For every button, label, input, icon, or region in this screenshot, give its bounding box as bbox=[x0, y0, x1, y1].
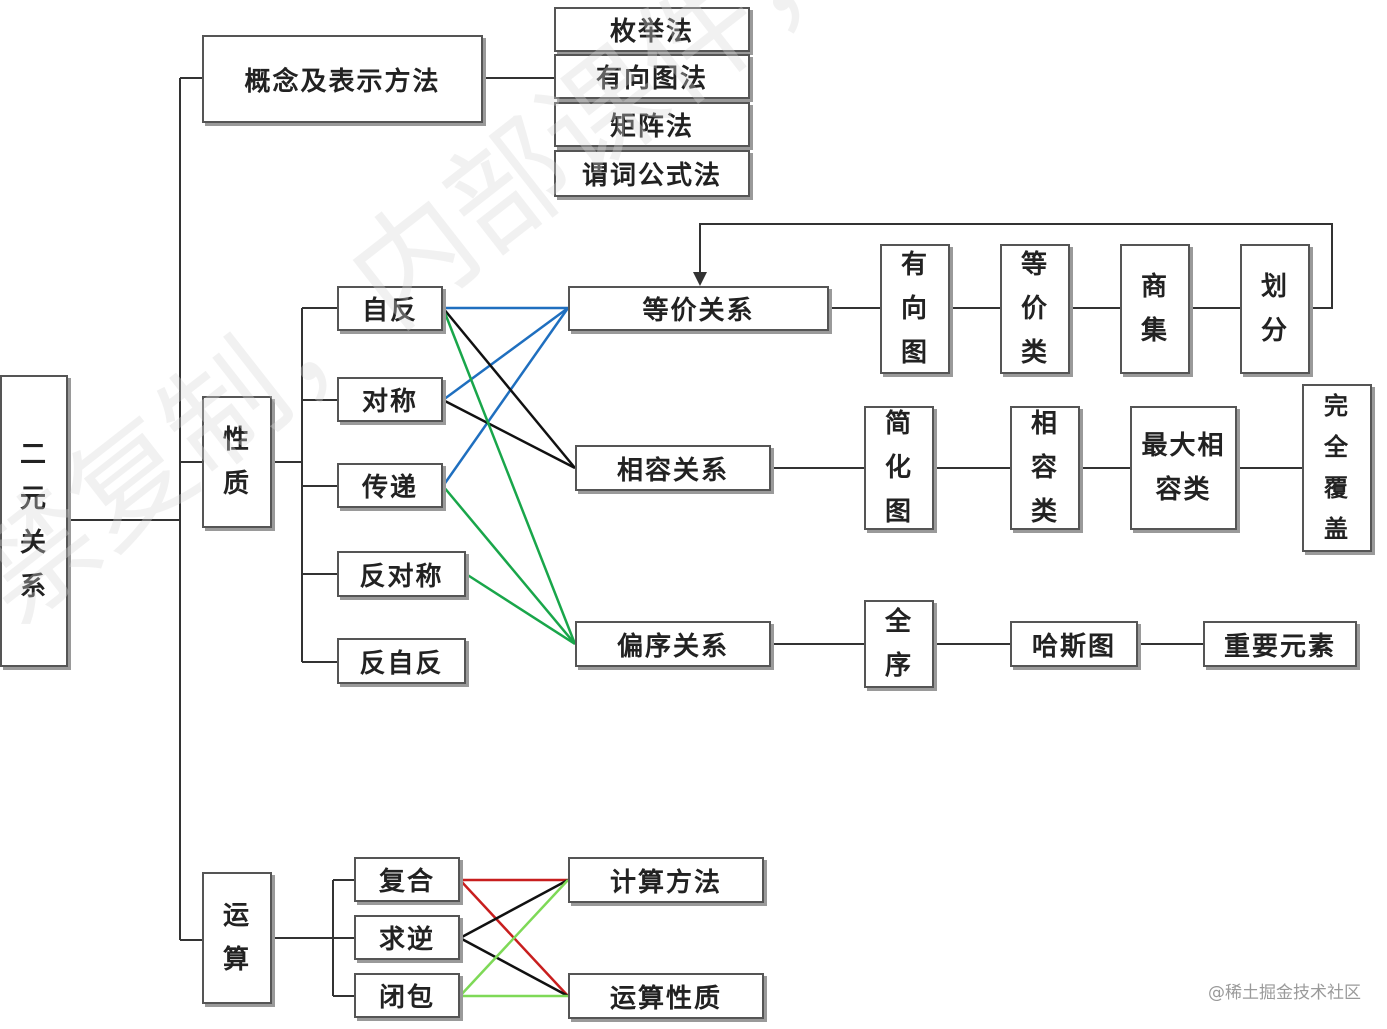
op-label: 复合 bbox=[378, 867, 435, 897]
property-symmetric: 对称 bbox=[337, 377, 443, 422]
vertical-char: 价 bbox=[1020, 293, 1049, 324]
po-important-label: 重要元素 bbox=[1223, 631, 1336, 662]
vertical-char: 图 bbox=[884, 497, 913, 528]
eq-class: 等价类 bbox=[1000, 244, 1070, 374]
compat-maximal-label: 最大相容类 bbox=[1141, 430, 1226, 505]
operation-target-links bbox=[459, 878, 569, 998]
eq-quotient: 商集 bbox=[1120, 244, 1190, 374]
vertical-char: 关 bbox=[19, 528, 48, 558]
target-label: 运算性质 bbox=[609, 983, 722, 1014]
vertical-char: 全 bbox=[884, 606, 913, 637]
property-label: 传递 bbox=[361, 473, 418, 503]
vertical-char: 商 bbox=[1140, 271, 1169, 302]
op-closure: 闭包 bbox=[354, 973, 460, 1018]
concept-label: 概念及表示方法 bbox=[244, 66, 441, 97]
vertical-char: 全 bbox=[1324, 433, 1350, 462]
arrow-head bbox=[693, 272, 707, 286]
tree-lines bbox=[68, 77, 1333, 997]
property-reflexive: 自反 bbox=[337, 286, 443, 331]
vertical-char: 二 bbox=[19, 439, 48, 470]
vertical-char: 简 bbox=[884, 408, 913, 439]
property-label: 反对称 bbox=[359, 561, 444, 592]
vertical-char: 化 bbox=[884, 452, 913, 483]
relation-partial-order: 偏序关系 bbox=[575, 621, 771, 667]
relation-label: 偏序关系 bbox=[616, 631, 729, 662]
property-irreflexive: 反自反 bbox=[337, 638, 466, 684]
method-label: 有向图法 bbox=[595, 64, 708, 94]
vertical-char: 相 bbox=[1030, 408, 1059, 439]
vertical-char: 类 bbox=[1030, 497, 1059, 528]
vertical-char: 盖 bbox=[1324, 514, 1350, 543]
vertical-char: 系 bbox=[19, 572, 48, 603]
eq-digraph: 有向图 bbox=[880, 244, 950, 374]
op-composition: 复合 bbox=[354, 857, 460, 902]
vertical-char: 分 bbox=[1260, 316, 1289, 346]
property-relation-links bbox=[441, 306, 577, 646]
method-label: 枚举法 bbox=[609, 17, 694, 47]
root-node: 二元关系 bbox=[0, 375, 68, 667]
target-op-properties: 运算性质 bbox=[568, 973, 764, 1019]
vertical-char: 容 bbox=[1030, 452, 1059, 483]
vertical-char: 有 bbox=[900, 249, 929, 280]
property-label: 反自反 bbox=[359, 648, 444, 679]
method-predicate: 谓词公式法 bbox=[554, 150, 750, 197]
vertical-char: 覆 bbox=[1324, 474, 1350, 502]
po-important-elements: 重要元素 bbox=[1203, 621, 1357, 667]
method-enumeration: 枚举法 bbox=[554, 7, 750, 52]
relation-equivalence: 等价关系 bbox=[568, 286, 829, 331]
vertical-char: 图 bbox=[900, 338, 929, 369]
target-calc-method: 计算方法 bbox=[568, 857, 764, 903]
po-total-order: 全序 bbox=[864, 600, 934, 688]
target-label: 计算方法 bbox=[609, 867, 722, 898]
relation-compatibility: 相容关系 bbox=[575, 445, 771, 491]
concept-node: 概念及表示方法 bbox=[202, 35, 483, 123]
compat-maximal-class: 最大相容类 bbox=[1130, 406, 1237, 530]
po-hasse-label: 哈斯图 bbox=[1031, 631, 1116, 662]
compat-simplified-graph: 简化图 bbox=[864, 406, 934, 530]
compat-complete-cover: 完全覆盖 bbox=[1302, 384, 1372, 552]
method-digraph: 有向图法 bbox=[554, 54, 750, 99]
credit-text: @稀土掘金技术社区 bbox=[1208, 983, 1361, 1003]
property-label: 对称 bbox=[361, 387, 418, 417]
vertical-char: 类 bbox=[1020, 338, 1049, 369]
vertical-char: 等 bbox=[1020, 249, 1049, 280]
operation-node: 运算 bbox=[202, 872, 272, 1004]
vertical-char: 划 bbox=[1260, 271, 1289, 302]
property-node: 性质 bbox=[202, 396, 272, 528]
vertical-char: 序 bbox=[884, 651, 913, 681]
po-hasse-diagram: 哈斯图 bbox=[1010, 621, 1138, 667]
op-label: 闭包 bbox=[378, 983, 435, 1013]
compat-class: 相容类 bbox=[1010, 406, 1080, 530]
vertical-char: 向 bbox=[900, 293, 929, 324]
vertical-char: 算 bbox=[222, 945, 251, 975]
op-inverse: 求逆 bbox=[354, 915, 460, 960]
vertical-char: 集 bbox=[1140, 316, 1169, 346]
relation-label: 相容关系 bbox=[616, 455, 729, 486]
op-label: 求逆 bbox=[378, 925, 435, 955]
method-label: 谓词公式法 bbox=[581, 161, 722, 191]
vertical-char: 元 bbox=[19, 483, 48, 514]
property-antisymmetric: 反对称 bbox=[337, 551, 466, 597]
vertical-char: 完 bbox=[1324, 392, 1350, 421]
vertical-char: 运 bbox=[222, 900, 251, 931]
vertical-char: 质 bbox=[222, 469, 251, 499]
vertical-char: 性 bbox=[222, 424, 251, 455]
property-label: 自反 bbox=[361, 296, 418, 326]
property-transitive: 传递 bbox=[337, 463, 443, 508]
eq-partition: 划分 bbox=[1240, 244, 1310, 374]
method-label: 矩阵法 bbox=[609, 112, 694, 142]
method-matrix: 矩阵法 bbox=[554, 102, 750, 147]
relation-label: 等价关系 bbox=[642, 296, 755, 326]
